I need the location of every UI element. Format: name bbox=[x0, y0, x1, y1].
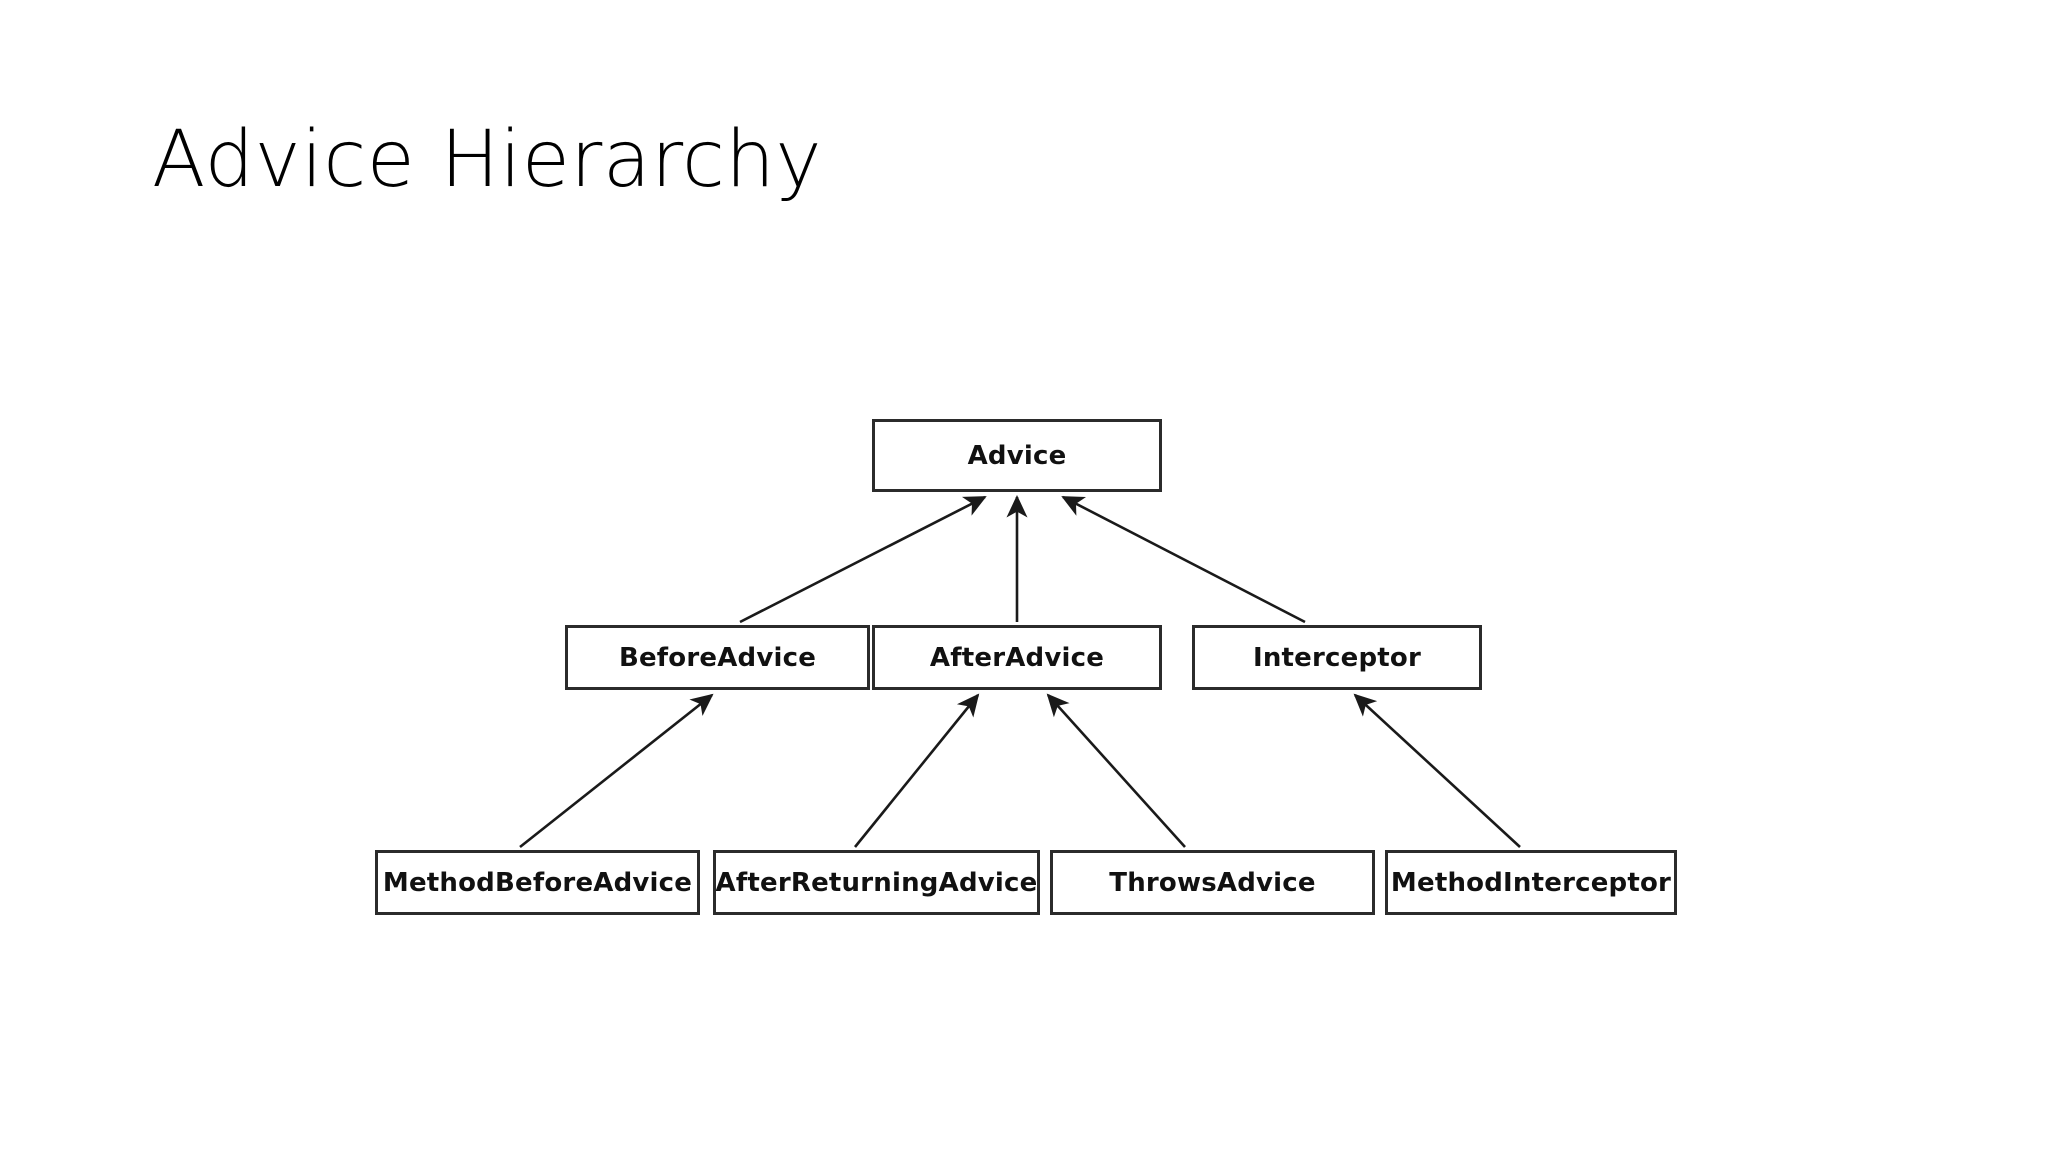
page-title: Advice Hierarchy bbox=[152, 115, 823, 205]
edge-throws-advice-to-after-advice bbox=[1046, 693, 1186, 848]
class-box-throws-advice-label: ThrowsAdvice bbox=[1109, 867, 1316, 898]
class-box-method-interceptor-label: MethodInterceptor bbox=[1390, 867, 1672, 898]
edge-method-interceptor-to-interceptor bbox=[1353, 693, 1521, 848]
class-box-after-returning-advice-label: AfterReturningAdvice bbox=[715, 867, 1038, 898]
class-box-interceptor[interactable]: Interceptor bbox=[1192, 625, 1482, 690]
class-box-before-advice[interactable]: BeforeAdvice bbox=[565, 625, 870, 690]
class-box-after-returning-advice[interactable]: AfterReturningAdvice bbox=[713, 850, 1040, 915]
class-box-interceptor-label: Interceptor bbox=[1252, 642, 1422, 673]
edge-before-advice-to-advice bbox=[739, 495, 987, 624]
edge-after-returning-advice-to-after-advice bbox=[853, 693, 980, 848]
class-box-method-before-advice-label: MethodBeforeAdvice bbox=[382, 867, 693, 898]
class-box-method-before-advice[interactable]: MethodBeforeAdvice bbox=[375, 850, 700, 915]
edge-interceptor-to-advice bbox=[1061, 495, 1306, 624]
class-box-advice-label: Advice bbox=[967, 440, 1067, 471]
class-box-before-advice-label: BeforeAdvice bbox=[618, 642, 817, 673]
class-box-after-advice-label: AfterAdvice bbox=[929, 642, 1105, 673]
class-box-after-advice[interactable]: AfterAdvice bbox=[872, 625, 1162, 690]
class-box-method-interceptor[interactable]: MethodInterceptor bbox=[1385, 850, 1677, 915]
class-box-advice[interactable]: Advice bbox=[872, 419, 1162, 492]
edge-method-before-advice-to-before-advice bbox=[519, 693, 714, 849]
class-box-throws-advice[interactable]: ThrowsAdvice bbox=[1050, 850, 1375, 915]
